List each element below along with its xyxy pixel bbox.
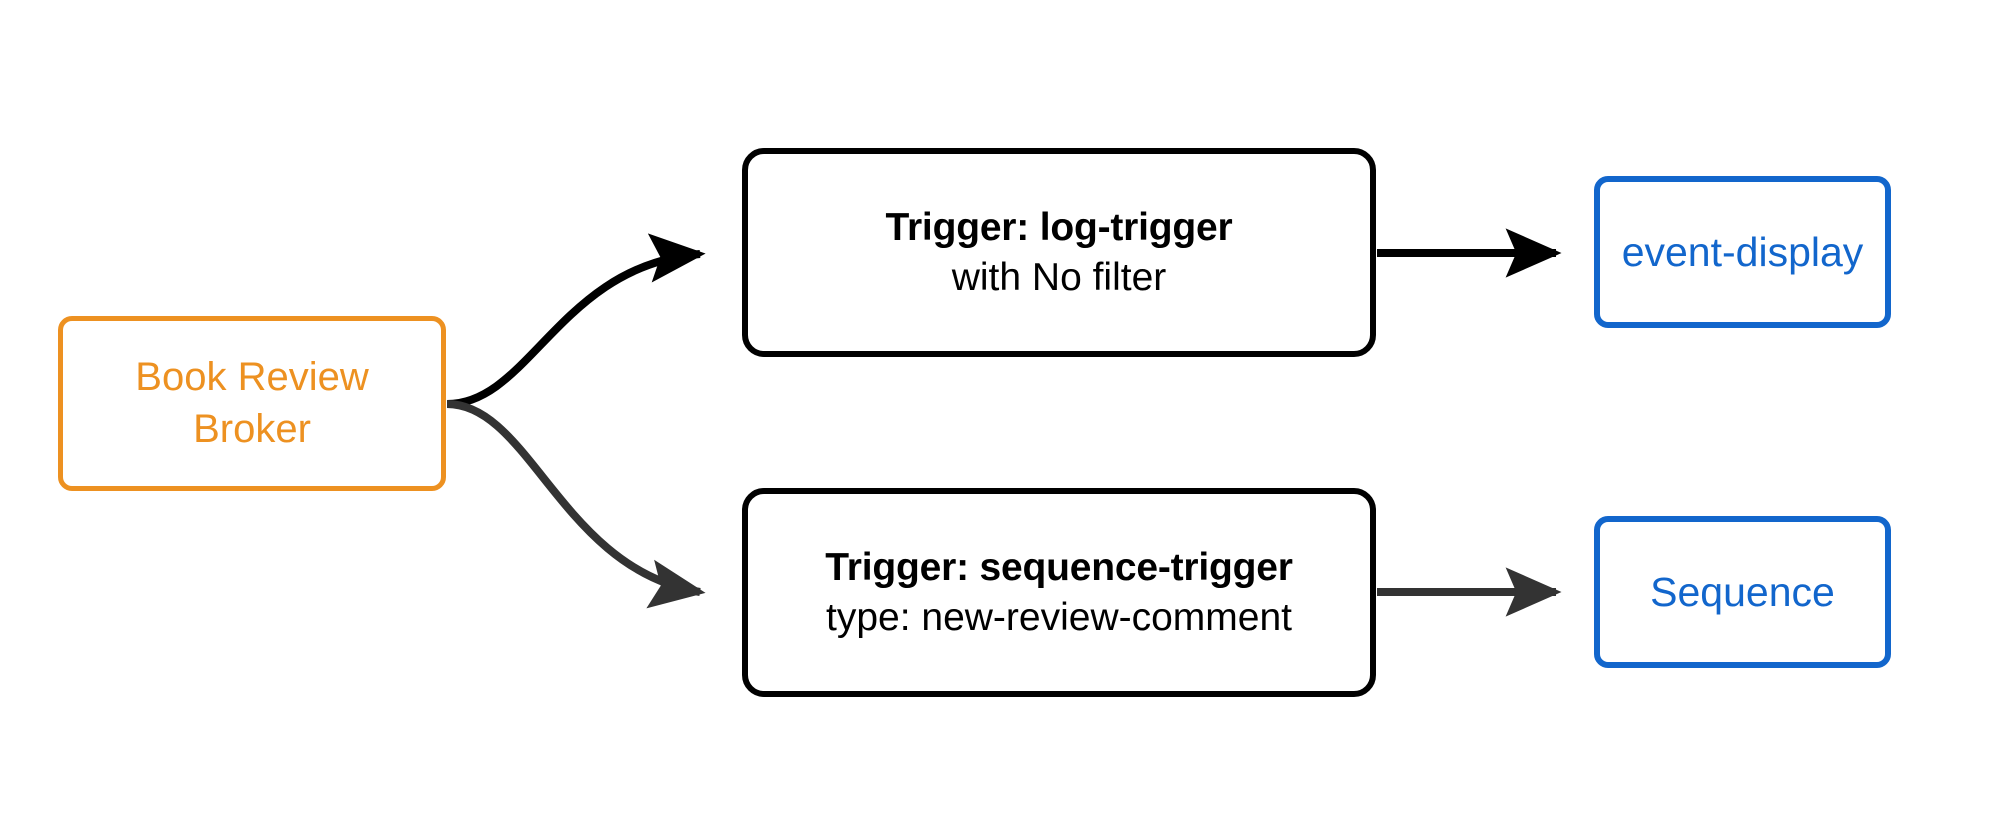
sequence-trigger-subtitle: type: new-review-comment [826,595,1292,639]
log-trigger-title: Trigger: log-trigger [885,205,1233,249]
broker-label-line-1: Book Review [135,355,369,400]
sequence-label: Sequence [1650,568,1835,615]
event-display-label: event-display [1621,228,1864,275]
node-event-display[interactable]: event-display [1594,176,1891,328]
broker-label-line-2: Broker [193,406,311,451]
node-sequence[interactable]: Sequence [1594,516,1891,668]
log-trigger-subtitle: with No filter [951,255,1167,299]
node-trigger-log-trigger[interactable]: Trigger: log-trigger with No filter [742,148,1376,357]
node-book-review-broker[interactable]: Book Review Broker [58,316,446,491]
sequence-trigger-title: Trigger: sequence-trigger [825,545,1293,589]
edge-broker-to-log-trigger [446,233,706,408]
edge-broker-to-sequence-trigger [446,400,706,609]
node-trigger-sequence-trigger[interactable]: Trigger: sequence-trigger type: new-revi… [742,488,1376,697]
